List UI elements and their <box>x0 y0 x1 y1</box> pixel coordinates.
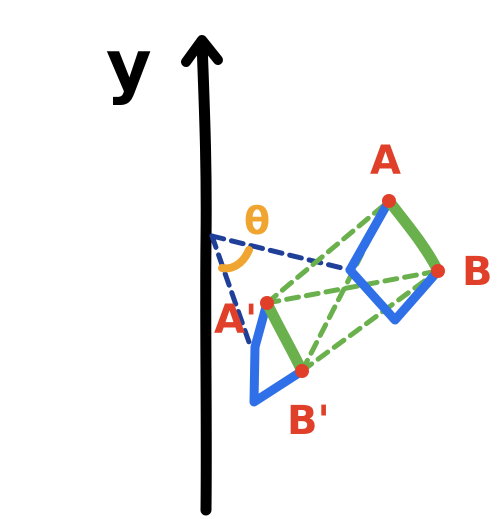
rotation-guides <box>209 233 353 348</box>
y-axis: y <box>106 25 223 516</box>
point-A-prime <box>260 296 274 310</box>
dash-Aprime-B <box>264 268 441 306</box>
point-B <box>431 264 445 278</box>
y-axis-arrowhead <box>181 35 223 67</box>
image-outline <box>249 298 307 407</box>
dash-Bprime-B <box>299 268 441 374</box>
y-axis-line <box>196 36 212 516</box>
angle-label: θ <box>244 199 270 243</box>
original-shape <box>345 195 444 325</box>
label-B: B <box>462 249 493 295</box>
y-axis-label: y <box>106 25 152 107</box>
image-segment-AprimeBprime <box>261 297 308 377</box>
guide-to-original <box>209 233 353 273</box>
original-outline <box>345 196 443 325</box>
point-B-prime <box>295 364 309 378</box>
label-A: A <box>370 138 401 184</box>
dash-Aprime-A <box>264 198 392 306</box>
angle-arc <box>218 246 253 273</box>
point-A <box>382 194 396 208</box>
angle-marker: θ <box>218 199 270 273</box>
original-segment-AB <box>383 195 444 277</box>
point-labels: A B A' B' <box>214 138 493 444</box>
label-B-prime: B' <box>287 398 330 444</box>
label-A-prime: A' <box>214 297 257 343</box>
guide-to-image <box>209 233 253 348</box>
image-shape <box>249 297 308 407</box>
points <box>260 194 445 378</box>
